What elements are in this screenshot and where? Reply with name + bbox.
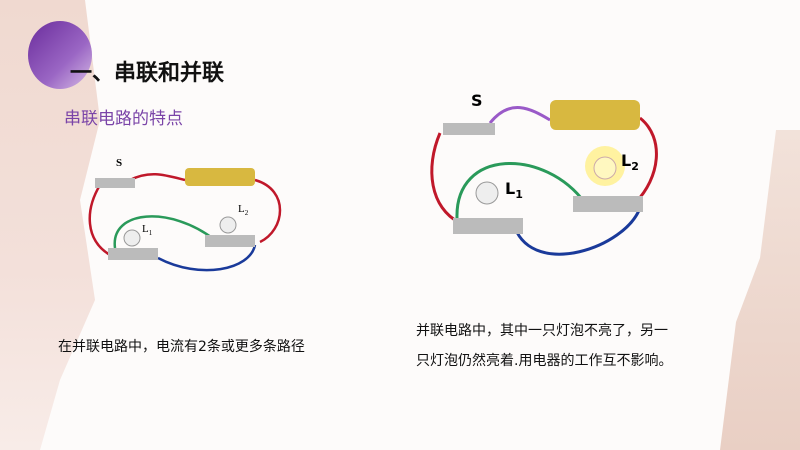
svg-text:L2: L2: [238, 203, 249, 217]
circuit-diagram-right: S L1 L2: [430, 91, 658, 256]
wire-red: [430, 132, 461, 225]
lamp2-base: [573, 196, 643, 212]
lamp2-label: L: [621, 151, 631, 170]
lamp2-bulb: [219, 216, 237, 234]
wire-blue: [513, 207, 642, 256]
wire-green: [455, 162, 587, 219]
right-caption: 并联电路中，其中一只灯泡不亮了，另一 只灯泡仍然亮着.用电器的工作互不影响。: [416, 316, 672, 376]
lamp1-bulb: [475, 181, 499, 205]
switch-base: [95, 178, 135, 188]
lamp2-label: L: [238, 203, 245, 215]
lamp1-label: L: [505, 179, 515, 198]
switch-label: S: [471, 91, 483, 110]
wire-purple: [488, 106, 551, 124]
wire-green: [113, 215, 216, 249]
lamp1-bulb: [123, 229, 141, 247]
decorative-circle: [28, 21, 92, 89]
svg-text:L1: L1: [142, 223, 153, 237]
lamp2-bulb: [593, 156, 617, 180]
circuit-diagram-left: S L1 L2: [88, 157, 282, 272]
slide-subtitle: 串联电路的特点: [64, 109, 183, 129]
lamp2-base: [205, 235, 255, 247]
wire-blue: [157, 244, 257, 272]
wire-red: [88, 184, 111, 257]
right-caption-line2: 只灯泡仍然亮着.用电器的工作互不影响。: [416, 353, 673, 369]
svg-text:L2: L2: [621, 151, 639, 173]
right-caption-line1: 并联电路中，其中一只灯泡不亮了，另一: [416, 323, 668, 339]
lamp1-label: L: [142, 223, 149, 235]
wire-red: [633, 116, 658, 205]
slide-title: 一、串联和并联: [70, 61, 225, 86]
battery: [185, 168, 255, 186]
switch-base: [443, 123, 495, 135]
background-texture-right: [720, 130, 800, 450]
battery: [550, 100, 640, 130]
lamp1-base: [453, 218, 523, 234]
svg-text:L1: L1: [505, 179, 523, 201]
switch-label: S: [116, 157, 122, 169]
lamp1-base: [108, 248, 158, 260]
wire-red: [254, 178, 282, 244]
left-caption: 在并联电路中，电流有2条或更多条路径: [58, 339, 305, 355]
wire-red: [129, 173, 186, 182]
